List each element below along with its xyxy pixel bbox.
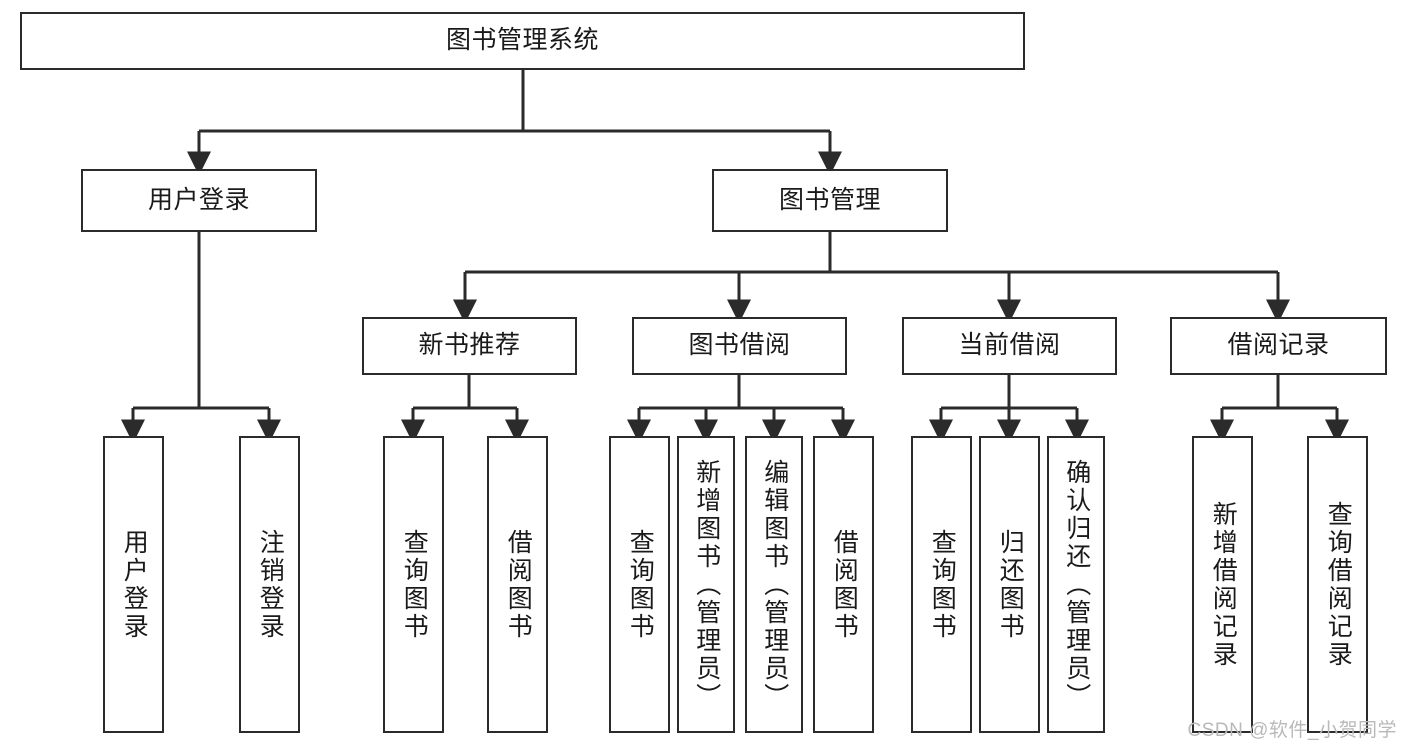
node-user-login[interactable]: 用户登录 bbox=[81, 169, 317, 232]
node-leaf-user-logout[interactable]: 注销登录 bbox=[239, 436, 300, 733]
node-leaf-borrow-book-2-label: 借阅图书 bbox=[830, 528, 859, 641]
node-leaf-return-book[interactable]: 归还图书 bbox=[979, 436, 1040, 733]
node-borrow-record-label: 借阅记录 bbox=[1227, 331, 1330, 360]
node-leaf-user-logout-label: 注销登录 bbox=[256, 528, 285, 641]
node-leaf-add-book-label: 新增图书（管理员） bbox=[692, 458, 721, 711]
node-leaf-query-book-2[interactable]: 查询图书 bbox=[609, 436, 670, 733]
node-leaf-borrow-book-1-label: 借阅图书 bbox=[504, 528, 533, 641]
node-borrow-record[interactable]: 借阅记录 bbox=[1170, 317, 1387, 375]
node-leaf-query-book-1-label: 查询图书 bbox=[400, 528, 429, 641]
node-current-borrow-label: 当前借阅 bbox=[958, 331, 1061, 360]
node-leaf-query-book-1[interactable]: 查询图书 bbox=[383, 436, 444, 733]
node-leaf-query-book-2-label: 查询图书 bbox=[626, 528, 655, 641]
node-leaf-edit-book[interactable]: 编辑图书（管理员） bbox=[745, 436, 803, 733]
node-root-label: 图书管理系统 bbox=[445, 26, 599, 55]
node-root[interactable]: 图书管理系统 bbox=[20, 12, 1025, 70]
node-book-manage[interactable]: 图书管理 bbox=[712, 169, 948, 232]
node-leaf-borrow-book-1[interactable]: 借阅图书 bbox=[487, 436, 548, 733]
node-book-borrow-label: 图书借阅 bbox=[688, 331, 791, 360]
node-leaf-return-book-label: 归还图书 bbox=[996, 528, 1025, 641]
node-leaf-edit-book-label: 编辑图书（管理员） bbox=[760, 458, 789, 711]
node-leaf-confirm-return[interactable]: 确认归还（管理员） bbox=[1047, 436, 1105, 733]
watermark: CSDN @软件_小贺同学 bbox=[1187, 720, 1397, 741]
node-book-manage-label: 图书管理 bbox=[778, 185, 881, 214]
node-book-borrow[interactable]: 图书借阅 bbox=[632, 317, 847, 375]
node-current-borrow[interactable]: 当前借阅 bbox=[902, 317, 1117, 375]
node-leaf-add-record-label: 新增借阅记录 bbox=[1209, 500, 1238, 669]
node-leaf-query-book-3-label: 查询图书 bbox=[928, 528, 957, 641]
node-leaf-user-login[interactable]: 用户登录 bbox=[103, 436, 164, 733]
node-leaf-query-record-label: 查询借阅记录 bbox=[1324, 500, 1353, 669]
node-new-book-recommend[interactable]: 新书推荐 bbox=[362, 317, 577, 375]
node-user-login-label: 用户登录 bbox=[147, 185, 250, 214]
node-leaf-query-record[interactable]: 查询借阅记录 bbox=[1307, 436, 1368, 733]
node-leaf-borrow-book-2[interactable]: 借阅图书 bbox=[813, 436, 874, 733]
node-leaf-user-login-label: 用户登录 bbox=[120, 528, 149, 641]
node-new-book-recommend-label: 新书推荐 bbox=[418, 331, 521, 360]
node-leaf-add-record[interactable]: 新增借阅记录 bbox=[1192, 436, 1253, 733]
node-leaf-query-book-3[interactable]: 查询图书 bbox=[911, 436, 972, 733]
node-leaf-add-book[interactable]: 新增图书（管理员） bbox=[677, 436, 735, 733]
node-leaf-confirm-return-label: 确认归还（管理员） bbox=[1062, 458, 1091, 711]
